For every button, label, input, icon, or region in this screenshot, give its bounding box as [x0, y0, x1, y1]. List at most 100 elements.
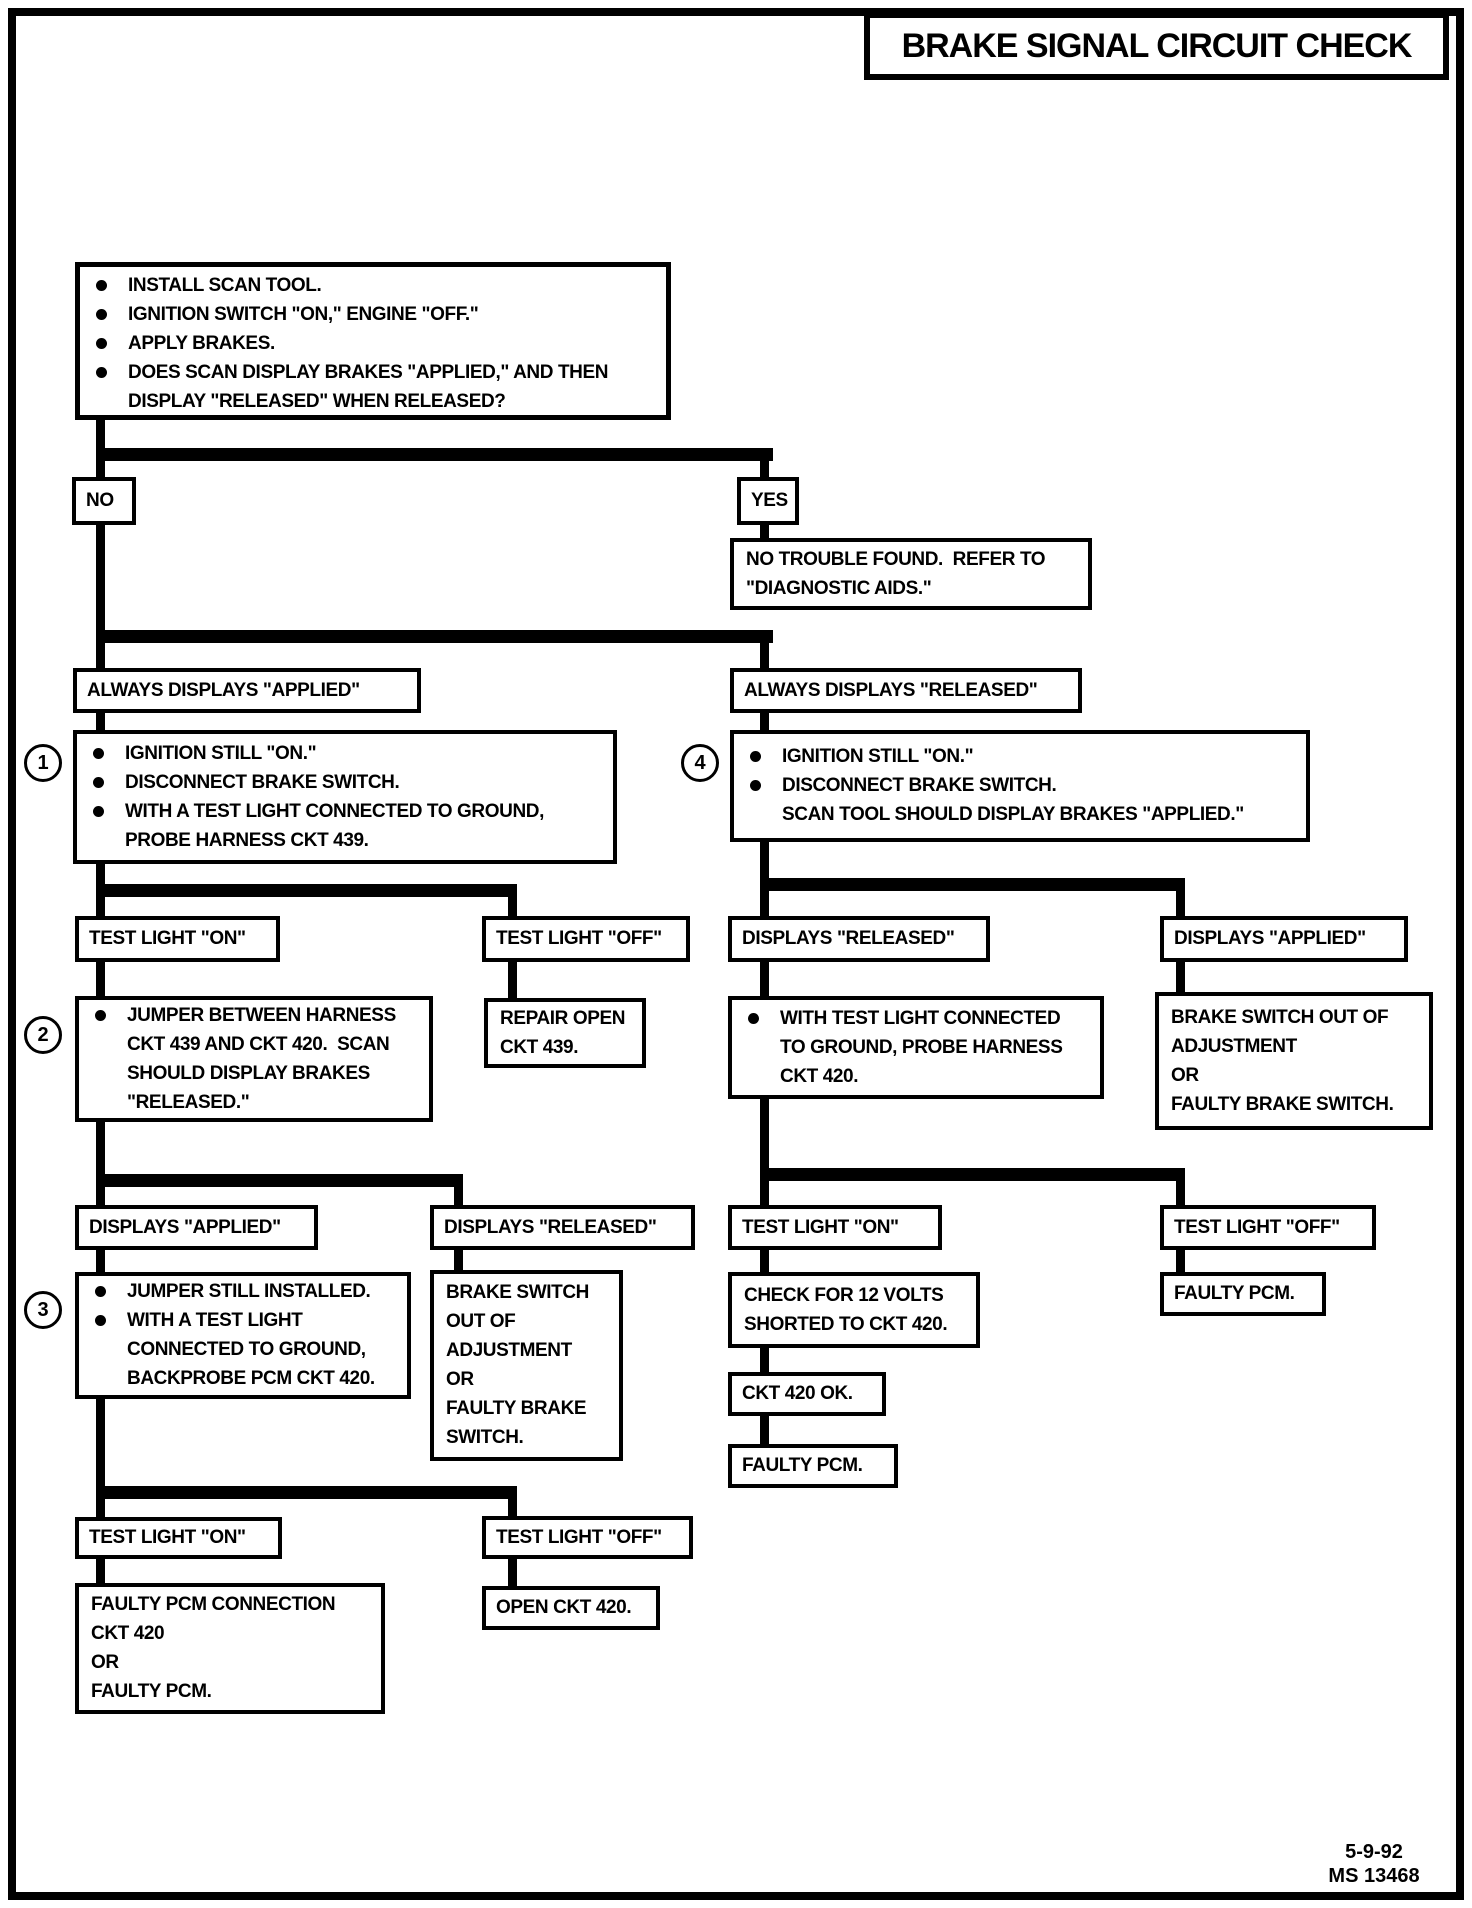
brake-switch-fault-node-right: BRAKE SWITCH OUT OF ADJUSTMENT OR FAULTY…	[1155, 992, 1433, 1130]
connector-line	[760, 1099, 769, 1205]
footer-date: 5-9-92	[1345, 1841, 1403, 1863]
step2-node: JUMPER BETWEEN HARNESS CKT 439 AND CKT 4…	[75, 996, 433, 1122]
text-line: INSTALL SCAN TOOL.	[80, 271, 666, 300]
page-title: BRAKE SIGNAL CIRCUIT CHECK	[864, 12, 1449, 80]
text-line: SHOULD DISPLAY BRAKES	[127, 1063, 370, 1084]
text-line: FAULTY PCM CONNECTION	[91, 1594, 336, 1615]
connector-line	[96, 1122, 105, 1206]
text-line: IGNITION STILL "ON."	[77, 739, 613, 768]
connector-line	[96, 1174, 463, 1187]
connector-line	[760, 1168, 1185, 1181]
connector-line	[1176, 1168, 1185, 1205]
faulty-pcm-node-right: FAULTY PCM.	[1160, 1272, 1326, 1316]
text-line: FAULTY BRAKE	[446, 1398, 587, 1419]
text-line: JUMPER BETWEEN HARNESS	[79, 1001, 429, 1030]
text-line: CKT 439.	[500, 1037, 579, 1058]
connector-line	[1176, 878, 1185, 916]
text-line: WITH A TEST LIGHT	[79, 1306, 407, 1335]
connector-line	[760, 525, 769, 538]
step-4-badge: 4	[681, 744, 719, 782]
text-line: OUT OF	[446, 1311, 516, 1332]
text-line: PROBE HARNESS CKT 439.	[125, 830, 369, 851]
displays-released-label-right: DISPLAYS "RELEASED"	[728, 916, 990, 962]
text-line: WITH TEST LIGHT CONNECTED	[732, 1004, 1100, 1033]
step-1-badge: 1	[24, 744, 62, 782]
text-line: CKT 439 AND CKT 420. SCAN	[127, 1034, 390, 1055]
text-line: BRAKE SWITCH	[446, 1282, 589, 1303]
connector-line	[96, 1399, 105, 1517]
connector-line	[1176, 962, 1185, 993]
connector-line	[96, 448, 773, 461]
test-light-off-label-right: TEST LIGHT "OFF"	[1160, 1205, 1376, 1250]
footer-ref: MS 13468	[1328, 1865, 1420, 1887]
connector-line	[96, 1486, 517, 1499]
text-line: FAULTY BRAKE SWITCH.	[1171, 1094, 1394, 1115]
text-line: FAULTY PCM.	[91, 1681, 212, 1702]
test-light-on-label-left: TEST LIGHT "ON"	[75, 916, 280, 962]
test-light-on-label-right: TEST LIGHT "ON"	[728, 1205, 942, 1250]
displays-applied-label-left: DISPLAYS "APPLIED"	[75, 1205, 318, 1250]
connector-line	[454, 1250, 463, 1270]
connector-line	[508, 962, 517, 998]
text-line: OR	[446, 1369, 474, 1390]
connector-line	[454, 1174, 463, 1205]
step-2-badge: 2	[24, 1016, 62, 1054]
connector-line	[1176, 1250, 1185, 1272]
connector-line	[760, 1348, 769, 1372]
text-line: REPAIR OPEN	[500, 1008, 626, 1029]
text-line: SHORTED TO CKT 420.	[744, 1314, 948, 1335]
text-line: SCAN TOOL SHOULD DISPLAY BRAKES "APPLIED…	[782, 804, 1244, 825]
step4-node: IGNITION STILL "ON." DISCONNECT BRAKE SW…	[730, 730, 1310, 842]
always-displays-released-label: ALWAYS DISPLAYS "RELEASED"	[730, 668, 1082, 713]
ckt420-ok-node: CKT 420 OK.	[728, 1372, 886, 1416]
faulty-pcm-connection-node: FAULTY PCM CONNECTION CKT 420 OR FAULTY …	[75, 1583, 385, 1714]
text-line: BRAKE SWITCH OUT OF	[1171, 1007, 1389, 1028]
connector-line	[508, 1559, 517, 1586]
connector-line	[760, 878, 1185, 891]
connector-line	[760, 448, 769, 478]
connector-line	[96, 630, 773, 643]
test-light-off-label-bottom: TEST LIGHT "OFF"	[482, 1516, 693, 1559]
step-3-badge: 3	[24, 1291, 62, 1329]
text-line: OR	[1171, 1065, 1199, 1086]
text-line: "DIAGNOSTIC AIDS."	[746, 578, 932, 599]
no-trouble-node: NO TROUBLE FOUND. REFER TO "DIAGNOSTIC A…	[730, 538, 1092, 610]
connector-line	[508, 884, 517, 916]
text-line: OR	[91, 1652, 119, 1673]
text-line: DISPLAY "RELEASED" WHEN RELEASED?	[128, 391, 506, 412]
text-line: CKT 420.	[780, 1066, 859, 1087]
no-branch-label: NO	[72, 477, 136, 525]
always-displays-applied-label: ALWAYS DISPLAYS "APPLIED"	[73, 668, 421, 713]
connector-line	[96, 524, 105, 670]
connector-line	[760, 713, 769, 732]
probe-ckt420-node: WITH TEST LIGHT CONNECTED TO GROUND, PRO…	[728, 996, 1104, 1099]
open-ckt420-node: OPEN CKT 420.	[482, 1586, 660, 1630]
text-line: IGNITION STILL "ON."	[734, 742, 1306, 771]
connector-line	[760, 630, 769, 670]
connector-line	[760, 1416, 769, 1444]
step3-node: JUMPER STILL INSTALLED. WITH A TEST LIGH…	[75, 1272, 411, 1399]
text-line: CHECK FOR 12 VOLTS	[744, 1285, 944, 1306]
connector-line	[760, 1250, 769, 1272]
text-line: JUMPER STILL INSTALLED.	[79, 1277, 407, 1306]
displays-released-label-left: DISPLAYS "RELEASED"	[430, 1205, 695, 1250]
connector-line	[96, 962, 105, 996]
text-line: BACKPROBE PCM CKT 420.	[127, 1368, 375, 1389]
text-line: TO GROUND, PROBE HARNESS	[780, 1037, 1063, 1058]
text-line: DISCONNECT BRAKE SWITCH.	[734, 771, 1306, 800]
text-line: SWITCH.	[446, 1427, 524, 1448]
test-light-on-label-bottom: TEST LIGHT "ON"	[75, 1517, 282, 1559]
yes-branch-label: YES	[737, 477, 799, 525]
check-12v-node: CHECK FOR 12 VOLTS SHORTED TO CKT 420.	[728, 1272, 980, 1348]
text-line: "RELEASED."	[127, 1092, 250, 1113]
connector-line	[96, 884, 517, 897]
footer-block: 5-9-92 MS 13468	[1316, 1840, 1432, 1888]
start-node: INSTALL SCAN TOOL. IGNITION SWITCH "ON,"…	[75, 262, 671, 420]
faulty-pcm-node-bottom: FAULTY PCM.	[728, 1444, 898, 1488]
connector-line	[96, 1559, 105, 1583]
test-light-off-label-left: TEST LIGHT "OFF"	[482, 916, 690, 962]
connector-line	[96, 1250, 105, 1272]
text-line: NO TROUBLE FOUND. REFER TO	[746, 549, 1046, 570]
text-line: APPLY BRAKES.	[80, 329, 666, 358]
